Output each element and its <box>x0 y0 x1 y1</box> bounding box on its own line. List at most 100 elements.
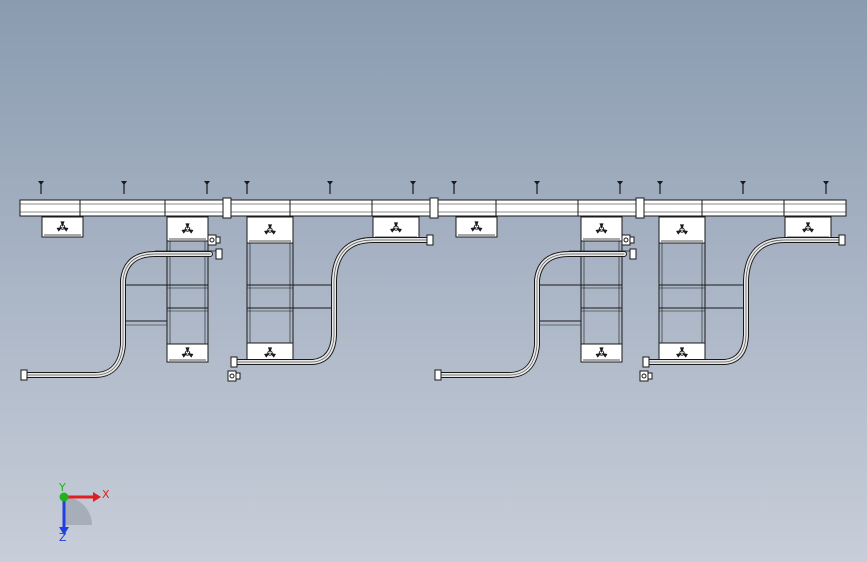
stud-head <box>617 181 623 185</box>
plate-bolt <box>264 224 276 235</box>
bolt-blade <box>682 353 688 358</box>
plate-bolt <box>802 222 814 233</box>
bent-tube <box>436 251 627 378</box>
y-axis-marker <box>59 492 69 502</box>
bolt-blade <box>264 353 270 358</box>
bolt-blade <box>181 353 188 358</box>
bolt-blade <box>676 353 682 358</box>
plate-bolt <box>595 347 608 358</box>
main-rail <box>19 197 847 219</box>
bolt-blade <box>187 353 194 358</box>
upper-plate-left <box>41 216 84 238</box>
tube-end-cap <box>434 369 442 381</box>
bolt-blade <box>679 224 685 230</box>
stud-head <box>204 181 210 185</box>
tube-end-cap <box>838 234 846 246</box>
fitting-port <box>641 373 647 379</box>
unit-1 <box>20 216 223 381</box>
bolt-blade <box>802 228 808 233</box>
end-cap <box>434 369 442 381</box>
bolt-blade <box>808 228 814 233</box>
rail-coupler <box>429 197 439 219</box>
end-cap <box>642 356 650 368</box>
z-axis-head <box>59 527 69 535</box>
end-cap <box>838 234 846 246</box>
plate-bolt <box>390 222 402 233</box>
end-cap <box>426 234 434 246</box>
bolt-blade <box>601 353 608 358</box>
bolt-blade <box>595 353 602 358</box>
plate-bolt <box>676 347 688 358</box>
plate-bolt <box>470 221 483 232</box>
fitting-nut <box>629 236 635 244</box>
rail-stud <box>327 181 333 194</box>
end-cap <box>629 248 637 260</box>
bolt-blade <box>599 347 604 353</box>
end-cap <box>20 369 28 381</box>
end-cap <box>230 356 238 368</box>
rail-stud <box>121 181 127 194</box>
tube-end-cap <box>20 369 28 381</box>
plate-bolt <box>595 223 608 234</box>
lower-plate <box>580 343 623 363</box>
x-axis-label: X <box>102 488 110 501</box>
rail-stud <box>657 181 663 194</box>
tube-end-fitting <box>215 248 223 260</box>
plate-bolt <box>181 347 194 358</box>
stud-head <box>823 181 829 185</box>
rail-stud <box>740 181 746 194</box>
bolt-blade <box>62 227 69 232</box>
z-axis-label: Z <box>59 531 67 544</box>
stud-head <box>121 181 127 185</box>
plate-bolt <box>56 221 69 232</box>
bolt-blade <box>474 221 479 227</box>
fitting-nut <box>235 372 241 380</box>
bolt-blade <box>181 229 188 234</box>
fitting-port <box>623 237 629 243</box>
tube-centerline <box>237 239 429 363</box>
bolt-blade <box>805 222 811 228</box>
upper-plate-left <box>246 216 294 244</box>
bent-tube <box>235 237 431 365</box>
rail-stud <box>204 181 210 194</box>
bolt-blade <box>267 347 273 353</box>
stud-head <box>740 181 746 185</box>
stud-head <box>410 181 416 185</box>
rail-coupler <box>635 197 645 219</box>
tube-end-cap <box>426 234 434 246</box>
bolt-blade <box>470 227 477 232</box>
rail-stud <box>38 181 44 194</box>
fitting-port <box>209 237 215 243</box>
bolt-blade <box>679 347 685 353</box>
plate-bolt <box>181 223 194 234</box>
fitting-nut <box>647 372 653 380</box>
unit-4 <box>639 216 846 382</box>
valve-fitting <box>227 370 241 382</box>
rail-stud <box>410 181 416 194</box>
bolt-blade <box>60 221 65 227</box>
bolt-blade <box>264 230 270 235</box>
bolt-blade <box>595 229 602 234</box>
bolt-blade <box>270 230 276 235</box>
bent-tube <box>22 251 213 378</box>
valve-fitting <box>639 370 653 382</box>
bolt-blade <box>601 229 608 234</box>
rail-stud <box>617 181 623 194</box>
upper-plate-right <box>580 216 623 242</box>
tube-centerline <box>24 253 211 376</box>
stud-head <box>657 181 663 185</box>
rail-stud <box>451 181 457 194</box>
fitting-nut <box>215 236 221 244</box>
valve-fitting <box>207 234 221 246</box>
plate-bolt <box>676 224 688 235</box>
bolt-blade <box>185 347 190 353</box>
unit-2 <box>227 216 434 382</box>
upper-plate-right <box>166 216 209 242</box>
end-cap <box>215 248 223 260</box>
valve-fitting <box>621 234 635 246</box>
bolt-blade <box>476 227 483 232</box>
y-axis-label: Y <box>58 481 66 494</box>
